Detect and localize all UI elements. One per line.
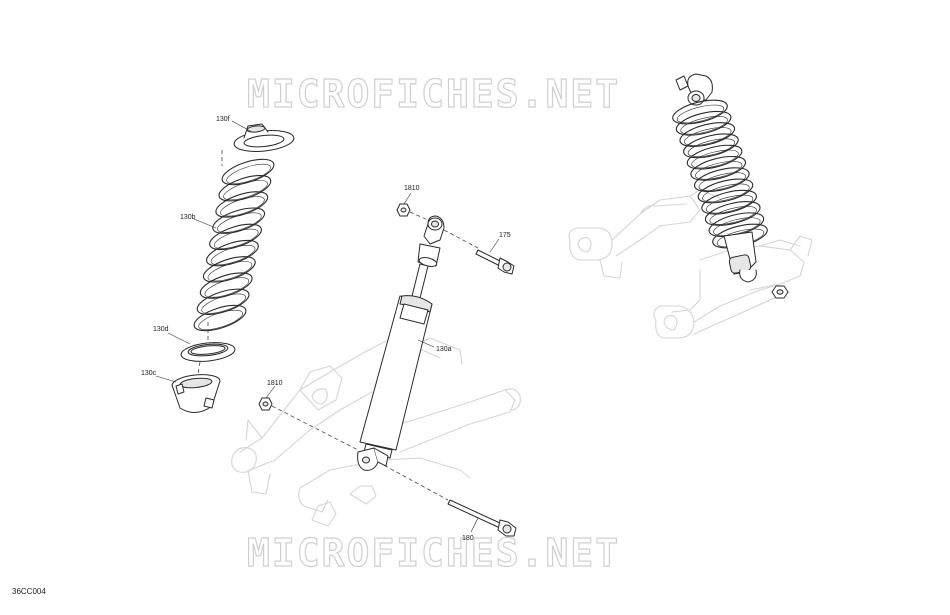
callout-180: 180	[462, 535, 474, 542]
nut-icon-right	[771, 285, 789, 299]
watermark-bottom: MICROFICHES.NET	[247, 531, 620, 575]
bolt-icon-upper	[475, 249, 515, 275]
spring-coil-part	[193, 158, 275, 332]
callout-130b: 130b	[180, 214, 196, 221]
shock-absorber-part	[357, 215, 445, 471]
spring-retainer-part	[171, 374, 221, 413]
spring-ring-part	[180, 342, 236, 362]
nut-icon-upper	[396, 203, 411, 217]
swing-arm-ghost	[231, 337, 521, 527]
callout-130d: 130d	[153, 326, 169, 333]
callout-175: 175	[499, 232, 511, 239]
callout-1810-lower: 1810	[267, 380, 283, 387]
swing-arm-ghost-right	[568, 189, 813, 339]
leader-lines	[155, 120, 500, 533]
bolt-icon-lower	[447, 499, 517, 537]
watermark-top: MICROFICHES.NET	[247, 72, 620, 116]
diagram-reference-code: 36CC004	[12, 587, 46, 596]
nut-icon-lower	[258, 397, 273, 411]
callout-130f: 130f	[216, 116, 230, 123]
callout-130c: 130c	[141, 370, 157, 377]
shock-assembly-installed	[672, 73, 768, 283]
assembly-axes	[197, 150, 479, 501]
callout-130a: 130a	[436, 346, 452, 353]
spring-seat-top-part	[233, 123, 295, 152]
callout-1810-upper: 1810	[404, 185, 420, 192]
